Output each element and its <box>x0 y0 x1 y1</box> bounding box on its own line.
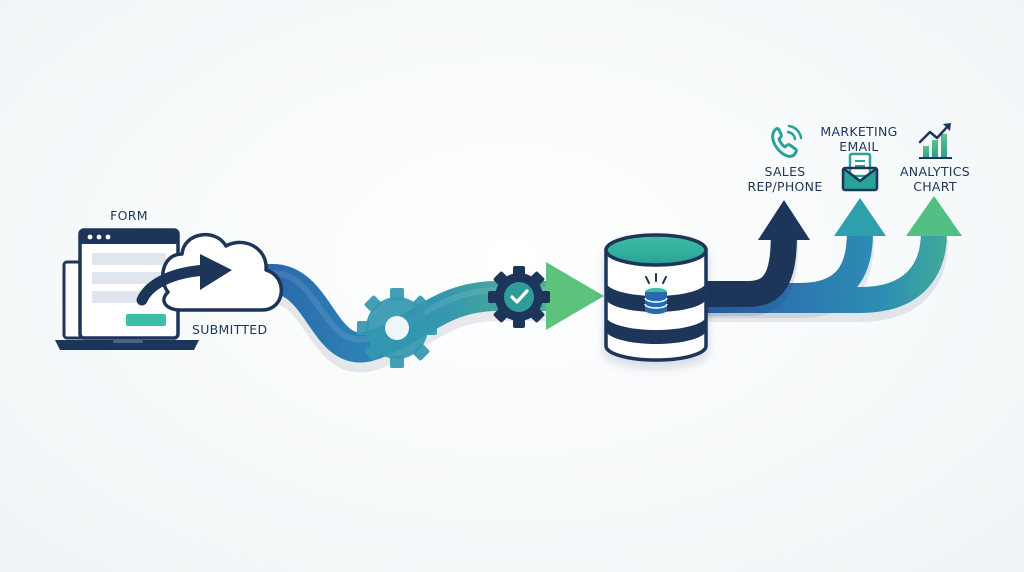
sales-label-line-2: REP/PHONE <box>747 179 823 194</box>
laptop-form-icon <box>55 228 199 350</box>
mini-database-icon <box>644 273 668 314</box>
bar-chart-icon <box>918 123 952 159</box>
gear-icon <box>357 288 437 368</box>
analytics-label-line-2: CHART <box>913 179 957 194</box>
marketing-label-line-1: MARKETING <box>820 124 898 139</box>
sales-label-line-1: SALES <box>764 164 806 179</box>
database-icon <box>604 233 708 362</box>
sales-label: SALES REP/PHONE <box>740 164 830 194</box>
gear-check-icon <box>488 266 550 328</box>
output-branches <box>706 196 962 322</box>
analytics-label: ANALYTICS CHART <box>890 164 980 194</box>
phone-icon <box>771 124 803 158</box>
form-label: FORM <box>110 208 148 223</box>
cloud-upload-icon <box>136 232 284 312</box>
envelope-icon <box>841 152 879 192</box>
submitted-label: SUBMITTED <box>192 322 268 337</box>
main-flow-ribbon <box>245 262 604 373</box>
marketing-label: MARKETING EMAIL <box>814 124 904 154</box>
analytics-label-line-1: ANALYTICS <box>899 164 971 179</box>
marketing-label-line-2: EMAIL <box>839 139 879 154</box>
